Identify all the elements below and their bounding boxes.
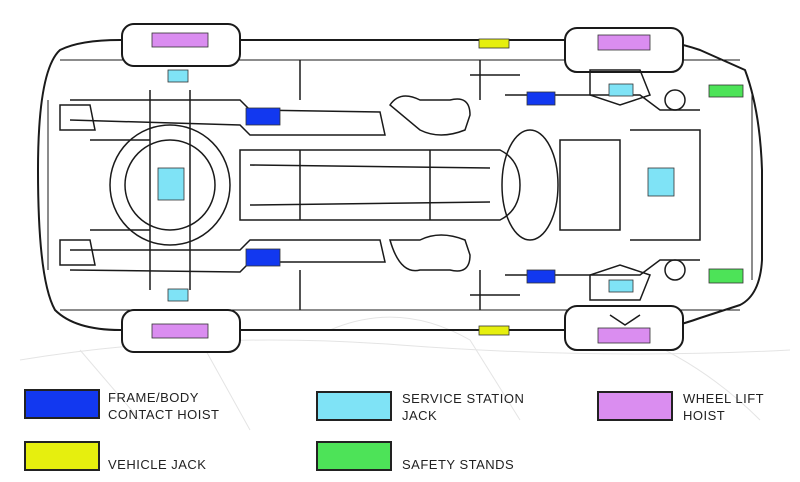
chassis-frame: [59, 60, 701, 326]
lift-point-service-jack-10: [647, 167, 675, 197]
legend-label-vehicle-jack: VEHICLE JACK: [108, 457, 207, 472]
lift-point-safety-stands-16: [708, 84, 744, 98]
lift-point-vehicle-jack-4: [478, 38, 510, 49]
lift-point-service-jack-9: [608, 83, 634, 97]
lift-point-wheel-lift-1: [151, 323, 209, 339]
legend-swatch-service-jack: [316, 391, 392, 421]
lift-point-safety-stands-17: [708, 268, 744, 284]
legend-swatch-vehicle-jack: [24, 441, 100, 471]
legend-label-service-jack: SERVICE STATION JACK: [402, 391, 525, 423]
legend-swatch-frame-body: [24, 389, 100, 419]
lift-point-service-jack-8: [167, 288, 189, 302]
lift-point-wheel-lift-0: [151, 32, 209, 48]
legend-swatch-wheel-lift: [597, 391, 673, 421]
lift-point-wheel-lift-3: [597, 327, 651, 344]
lift-point-frame-body-15: [526, 269, 556, 284]
lift-point-service-jack-7: [157, 167, 185, 201]
legend-swatch-safety-stands: [316, 441, 392, 471]
lift-point-frame-body-13: [245, 248, 281, 267]
lift-point-markers: [151, 32, 744, 344]
lift-point-service-jack-11: [608, 279, 634, 293]
lift-point-vehicle-jack-5: [478, 325, 510, 336]
legend-label-safety-stands: SAFETY STANDS: [402, 457, 515, 472]
legend-label-wheel-lift: WHEEL LIFT HOIST: [683, 391, 765, 423]
lift-point-frame-body-14: [526, 91, 556, 106]
legend-label-frame-body: FRAME/BODY CONTACT HOIST: [108, 390, 220, 422]
wheels: [121, 23, 684, 353]
lift-point-wheel-lift-2: [597, 34, 651, 51]
lift-point-service-jack-6: [167, 69, 189, 83]
lift-point-frame-body-12: [245, 107, 281, 126]
